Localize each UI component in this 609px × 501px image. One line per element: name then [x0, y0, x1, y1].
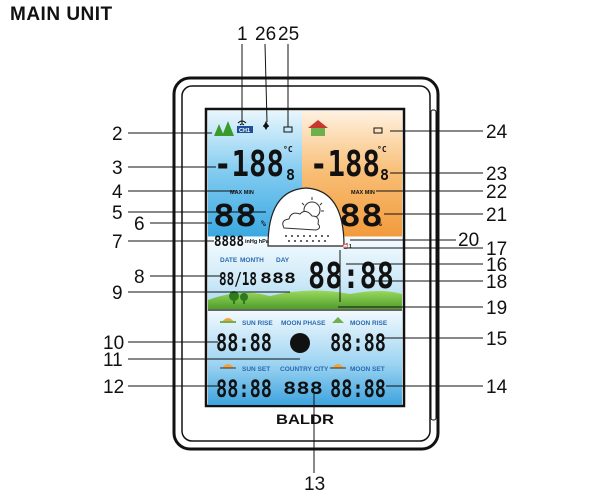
callout-19: 19 — [486, 298, 507, 319]
indoor-humidity-unit: % — [261, 219, 266, 228]
callout-10: 10 — [103, 333, 124, 354]
sun-rise-value: 88:88 — [216, 329, 272, 357]
callout-11: 11 — [103, 350, 123, 371]
callout-5: 5 — [112, 203, 123, 224]
callout-7: 7 — [112, 232, 123, 253]
callout-13: 13 — [304, 474, 325, 495]
rain-dots — [285, 235, 329, 242]
almanac-panel — [208, 311, 402, 405]
indoor-temp: -188 — [214, 144, 284, 185]
date-label: DATE — [220, 257, 238, 264]
outdoor-temp: -188 — [310, 144, 380, 185]
time-value: 88:88 — [308, 256, 394, 297]
month-label: MONTH — [240, 257, 264, 264]
callout-25: 25 — [278, 24, 299, 45]
grass-trees-icon — [229, 291, 248, 304]
outdoor-battery-icon — [373, 127, 383, 134]
moon-rise-value: 88:88 — [330, 329, 386, 357]
date-value: 88/18 — [219, 269, 257, 290]
callout-22: 22 — [486, 182, 507, 203]
callout-15: 15 — [486, 329, 507, 350]
indoor-temp-unit: °C — [283, 145, 293, 154]
leader-lines — [128, 43, 483, 473]
max-min-label-outdoor: MAX MIN — [351, 190, 375, 196]
alarm-bell-icon — [263, 121, 269, 130]
outdoor-humidity: 88 — [339, 199, 383, 234]
brand-logo: BALDR — [276, 411, 334, 427]
indoor-temp-decimal: 8 — [286, 166, 295, 184]
callout-17: 17 — [486, 239, 507, 260]
sun-rise-label: SUN RISE — [242, 320, 273, 327]
sun-set-label: SUN SET — [242, 366, 270, 373]
weekday-value: 888 — [260, 271, 296, 287]
tree-icon — [214, 121, 234, 136]
moon-set-value: 88:88 — [330, 375, 386, 403]
indoor-humidity: 88 — [213, 199, 257, 234]
screen-border — [204, 107, 406, 408]
callout-21: 21 — [486, 205, 507, 226]
callout-23: 23 — [486, 164, 507, 185]
moonrise-icon — [332, 317, 344, 323]
callout-9: 9 — [112, 283, 123, 304]
callout-24: 24 — [486, 122, 508, 143]
pressure-value: 8888 — [214, 234, 244, 250]
callout-12: 12 — [103, 377, 124, 398]
alarm-indicator: ⏰1 — [342, 242, 352, 250]
callout-6: 6 — [134, 214, 145, 235]
pressure-units: inHg hPa — [245, 239, 270, 245]
grass-hills — [208, 290, 402, 309]
country-city-label: COUNTRY CITY — [280, 366, 329, 373]
moon-rise-label: MOON RISE — [350, 320, 388, 327]
moonset-icon — [330, 364, 346, 369]
svg-text:CH1: CH1 — [239, 128, 250, 134]
moon-phase-icon — [290, 333, 310, 353]
callout-3: 3 — [112, 158, 123, 179]
device-side-edge — [430, 109, 437, 421]
day-label: DAY — [276, 257, 290, 264]
sun-cloud-icon — [282, 197, 324, 231]
page-title: MAIN UNIT — [10, 4, 113, 25]
sun-set-value: 88:88 — [216, 375, 272, 403]
callout-26: 26 — [255, 24, 276, 45]
country-city-value: 888 — [283, 379, 323, 399]
callout-2: 2 — [112, 124, 123, 145]
callout-20: 20 — [458, 230, 479, 251]
max-min-label-indoor: MAX MIN — [230, 190, 254, 196]
house-icon — [308, 120, 328, 136]
outdoor-humidity-unit: % — [377, 219, 382, 228]
callout-8: 8 — [134, 267, 145, 288]
callout-numbers: 1 26 25 2 24 3 23 4 22 5 21 6 7 20 17 16… — [103, 24, 508, 495]
outdoor-temp-decimal: 8 — [380, 166, 389, 184]
sunset-icon — [220, 364, 236, 369]
moon-phase-label: MOON PHASE — [281, 320, 326, 327]
sunrise-icon — [220, 318, 236, 323]
callout-1: 1 — [237, 24, 248, 45]
callout-18: 18 — [486, 272, 507, 293]
moon-set-label: MOON SET — [350, 366, 385, 373]
outdoor-temp-unit: °C — [377, 145, 387, 154]
callout-4: 4 — [112, 182, 123, 203]
callout-16: 16 — [486, 255, 507, 276]
callout-14: 14 — [486, 377, 508, 398]
ch-indicator-icon — [237, 126, 253, 133]
